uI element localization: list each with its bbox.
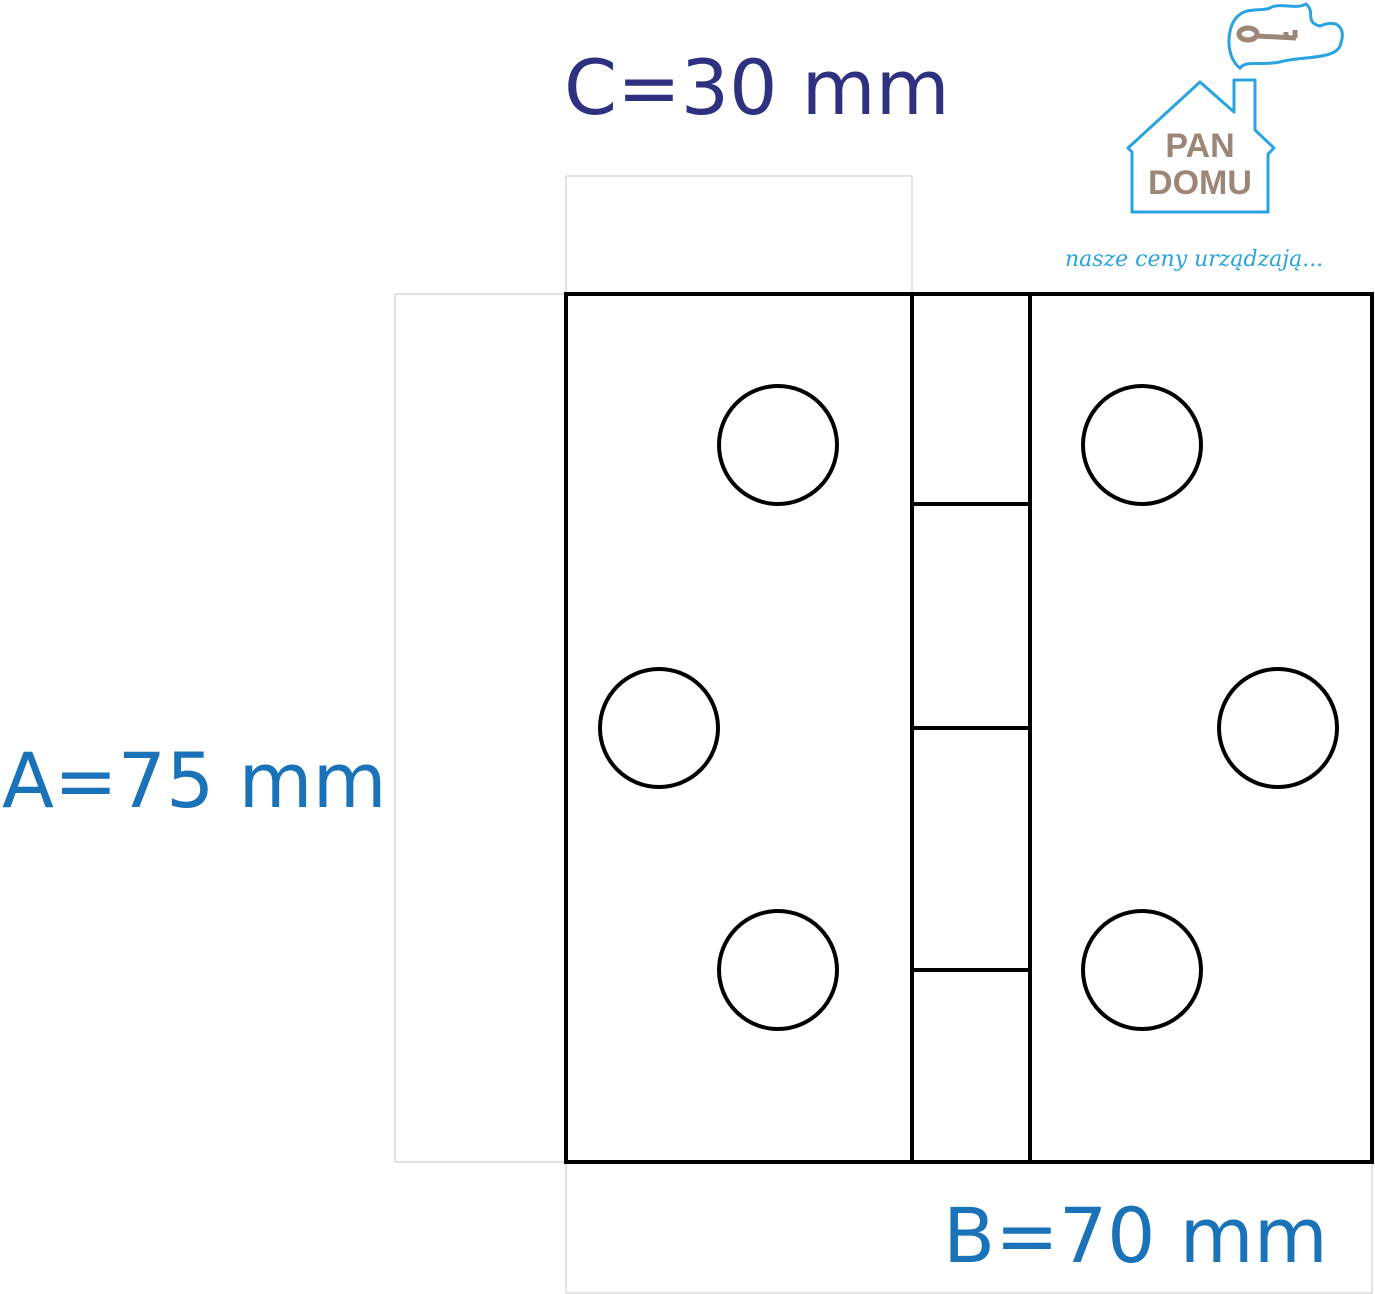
key-icon — [1236, 25, 1298, 43]
screw-hole — [1081, 384, 1203, 506]
cloud-icon — [1227, 2, 1344, 71]
logo-tagline: nasze ceny urządzają... — [1065, 247, 1323, 272]
hinge — [564, 292, 1374, 1164]
a-dimension-label: A=75 mm — [2, 736, 387, 825]
c-dimension-guide — [565, 175, 913, 295]
logo-text-domu: DOMU — [1148, 164, 1252, 202]
logo-text-pan: PAN — [1165, 127, 1234, 165]
house-icon — [1126, 78, 1276, 214]
c-dimension-label: C=30 mm — [564, 43, 950, 132]
pan-domu-logo: PAN DOMU nasze ceny urządzają... — [1065, 2, 1344, 272]
screw-hole — [1217, 667, 1339, 789]
a-dimension-guide — [394, 293, 567, 1163]
screw-hole — [1081, 909, 1203, 1031]
b-dimension-label: B=70 mm — [943, 1191, 1328, 1280]
screw-hole — [717, 384, 839, 506]
screw-hole — [717, 909, 839, 1031]
screw-hole — [598, 667, 720, 789]
